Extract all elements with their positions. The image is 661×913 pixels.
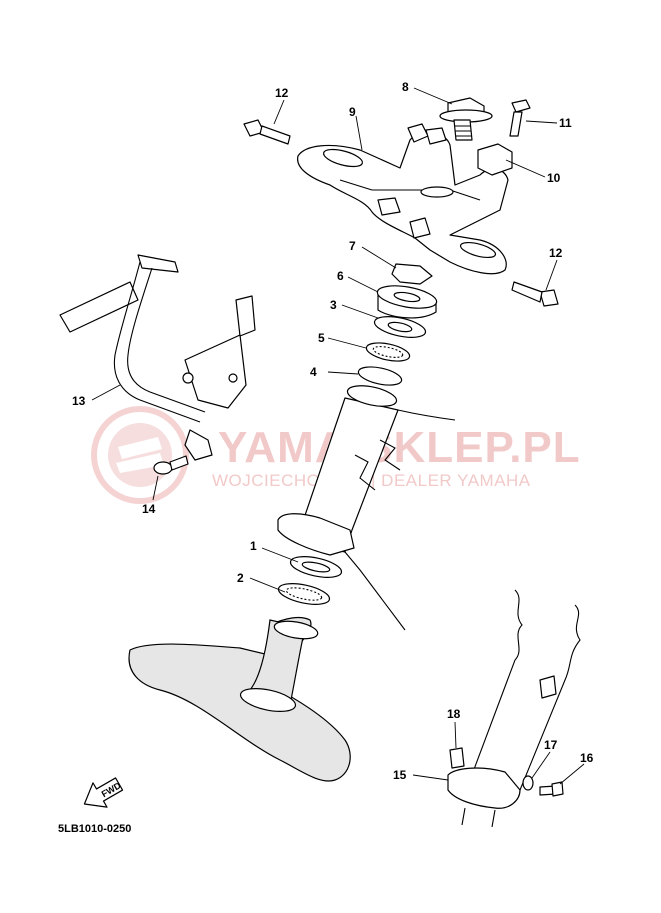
watermark: YAMA-SKLEP.PL WOJCIECHOWICZ | DEALER YAM…: [91, 406, 581, 504]
callout-12-right: 12: [549, 246, 563, 260]
callout-15: 15: [393, 768, 407, 782]
callout-14: 14: [142, 502, 156, 516]
guard-bracket: [59, 254, 256, 461]
steering-stem: [277, 385, 456, 631]
callout-1: 1: [250, 539, 257, 553]
fork-tube: [447, 589, 581, 828]
callout-8: 8: [402, 80, 409, 94]
callout-10: 10: [547, 171, 561, 185]
upper-bracket: [297, 123, 513, 275]
callout-5: 5: [318, 331, 325, 345]
callout-6: 6: [337, 269, 344, 283]
fwd-arrow-icon: FWD: [83, 777, 124, 808]
watermark-logo-icon: [91, 406, 189, 504]
callout-17: 17: [544, 738, 558, 752]
diagram-code: 5LB1010-0250: [58, 823, 131, 835]
callout-2: 2: [237, 571, 244, 585]
callout-16: 16: [580, 751, 594, 765]
bolt-14: [153, 455, 189, 475]
callout-7: 7: [349, 239, 356, 253]
lower-bracket: [128, 616, 351, 782]
callout-4: 4: [310, 365, 317, 379]
callout-3: 3: [330, 298, 337, 312]
callout-labels: 1 2 3 4 5 6 7 8 9 10 11 12 12 13 14 15 1…: [72, 80, 594, 782]
callout-18: 18: [447, 707, 461, 721]
watermark-brand: YAMA-SKLEP.PL: [218, 423, 581, 472]
callout-13: 13: [72, 394, 86, 408]
callout-11: 11: [559, 116, 572, 130]
callout-12-top: 12: [275, 86, 289, 100]
bolts: [243, 97, 559, 307]
lower-bearing-parts: [277, 556, 343, 605]
callout-9: 9: [349, 105, 356, 119]
leader-lines: [91, 87, 585, 785]
upper-bearing-parts: [357, 263, 438, 386]
